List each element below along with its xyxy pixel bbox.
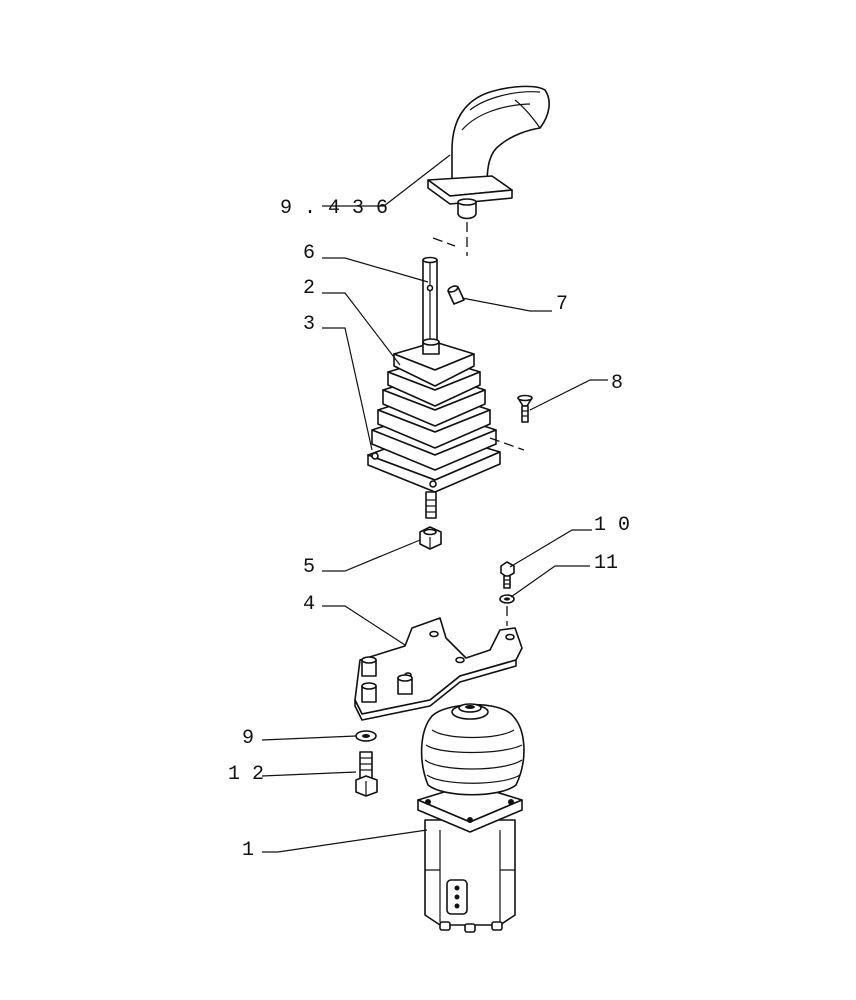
pilot-control-valve[interactable] (417, 703, 525, 933)
assembly-guide-line (432, 222, 468, 256)
joystick-grip-handle[interactable] (427, 85, 550, 220)
callout-3: 3 (303, 313, 315, 336)
leader-lines (261, 154, 608, 853)
hex-nut[interactable] (419, 526, 442, 550)
callout-7: 7 (556, 293, 568, 316)
callout-labels: 9 . 4 3 6 6 2 3 7 8 1 0 11 5 4 9 1 2 1 (228, 197, 630, 862)
lever-rod[interactable] (422, 256, 438, 353)
callout-6: 6 (303, 242, 315, 265)
hex-bolt-small[interactable] (500, 561, 515, 589)
bellows-boot[interactable] (367, 338, 501, 519)
countersunk-screw[interactable] (517, 394, 533, 423)
callout-11: 11 (594, 552, 618, 575)
callout-10: 1 0 (594, 514, 630, 537)
mounting-bracket[interactable] (354, 617, 523, 721)
callout-5: 5 (303, 556, 315, 579)
callout-9: 9 (242, 727, 254, 750)
callout-12: 1 2 (228, 763, 264, 786)
callout-2: 2 (303, 277, 315, 300)
callout-4: 4 (303, 593, 315, 616)
flat-washer[interactable] (355, 730, 377, 742)
callout-1: 1 (242, 839, 254, 862)
screw-guide-line (489, 437, 525, 451)
hex-bolt-large[interactable] (355, 751, 378, 797)
callout-9-436: 9 . 4 3 6 (280, 197, 388, 220)
lock-washer[interactable] (499, 594, 515, 604)
callout-8: 8 (611, 372, 623, 395)
roll-pin[interactable] (447, 285, 465, 305)
